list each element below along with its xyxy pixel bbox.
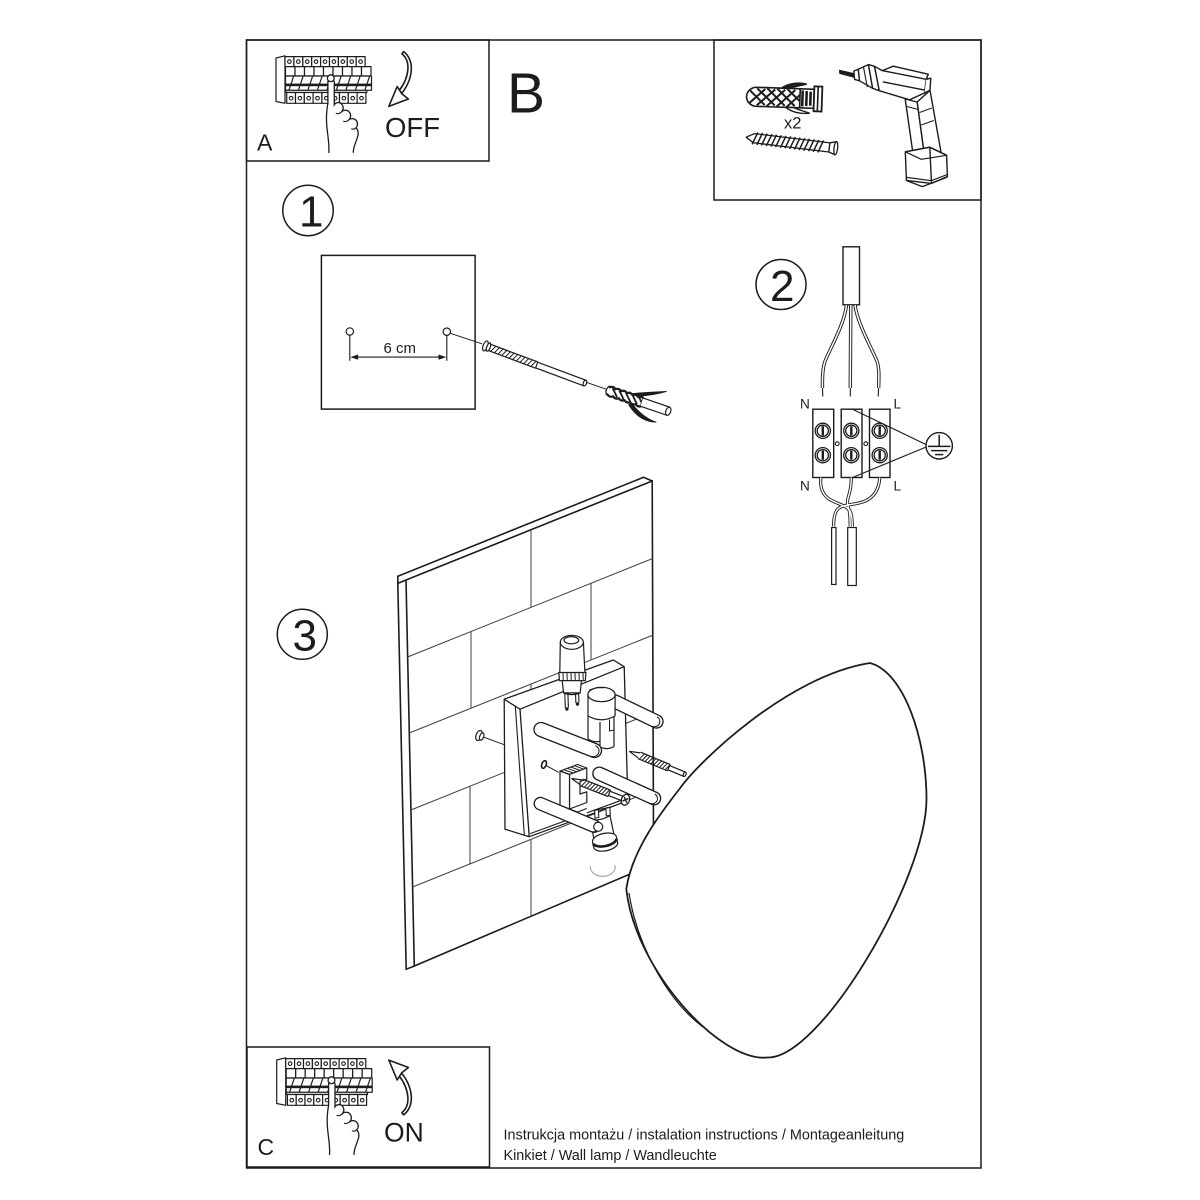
svg-text:3: 3	[293, 612, 317, 661]
svg-text:6 cm: 6 cm	[384, 340, 417, 357]
svg-text:2: 2	[770, 262, 794, 311]
svg-text:L: L	[894, 479, 902, 494]
svg-text:C: C	[258, 1134, 275, 1160]
svg-text:Kinkiet / Wall lamp / Wandleuc: Kinkiet / Wall lamp / Wandleuchte	[504, 1148, 717, 1164]
svg-text:1: 1	[299, 188, 323, 237]
svg-text:N: N	[800, 396, 810, 411]
svg-text:Instrukcja montażu / instalati: Instrukcja montażu / instalation instruc…	[504, 1128, 905, 1144]
svg-text:x2: x2	[784, 115, 801, 133]
svg-text:ON: ON	[384, 1118, 424, 1148]
svg-text:A: A	[257, 130, 273, 156]
svg-text:L: L	[894, 396, 902, 411]
svg-text:OFF: OFF	[385, 112, 440, 143]
svg-text:B: B	[507, 62, 545, 126]
svg-text:N: N	[800, 479, 810, 494]
